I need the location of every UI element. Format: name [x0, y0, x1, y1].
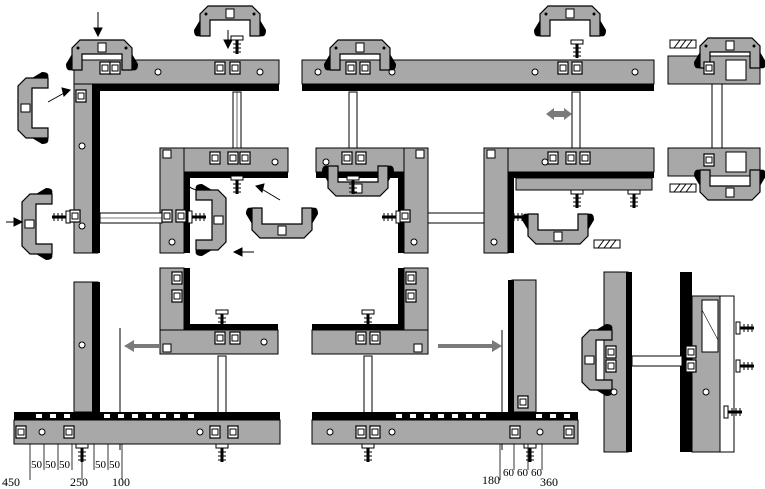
assembly-bottom-left	[13, 267, 281, 480]
arrow-icon	[438, 340, 502, 352]
clamp-icon	[17, 71, 50, 145]
dim-right-360: 360	[540, 475, 558, 489]
arrow-icon	[546, 108, 572, 120]
dim-left-450: 450	[2, 475, 20, 489]
clamp-icon	[521, 213, 595, 245]
dim-left-100: 100	[112, 475, 130, 489]
assembly-top-right	[667, 37, 765, 201]
dim-left-250: 250	[70, 475, 88, 489]
clamp-icon	[533, 5, 607, 38]
clamp-icon	[245, 207, 319, 239]
assembly-bottom-middle	[311, 267, 579, 480]
arrow-icon	[6, 12, 281, 257]
assembly-bottom-right	[581, 271, 756, 453]
dim-left-50-a: 50	[31, 459, 43, 471]
assembly-top-middle	[301, 5, 655, 254]
dimension-labels: 50 50 50 50 50 450 250 100 60 60 60 180 …	[2, 459, 558, 489]
dim-left-50-d: 50	[95, 459, 107, 471]
arrow-icon	[124, 340, 160, 352]
dim-left-50-c: 50	[59, 459, 71, 471]
dim-right-60-b: 60	[517, 467, 529, 479]
clamp-icon	[193, 5, 267, 38]
assembly-top-left	[6, 5, 319, 261]
dim-right-180: 180	[482, 473, 500, 487]
dim-left-50-b: 50	[45, 459, 57, 471]
dim-left-50-e: 50	[109, 459, 121, 471]
clamp-icon	[21, 187, 54, 261]
dim-right-60-a: 60	[503, 467, 515, 479]
dim-right-60-c: 60	[531, 467, 543, 479]
